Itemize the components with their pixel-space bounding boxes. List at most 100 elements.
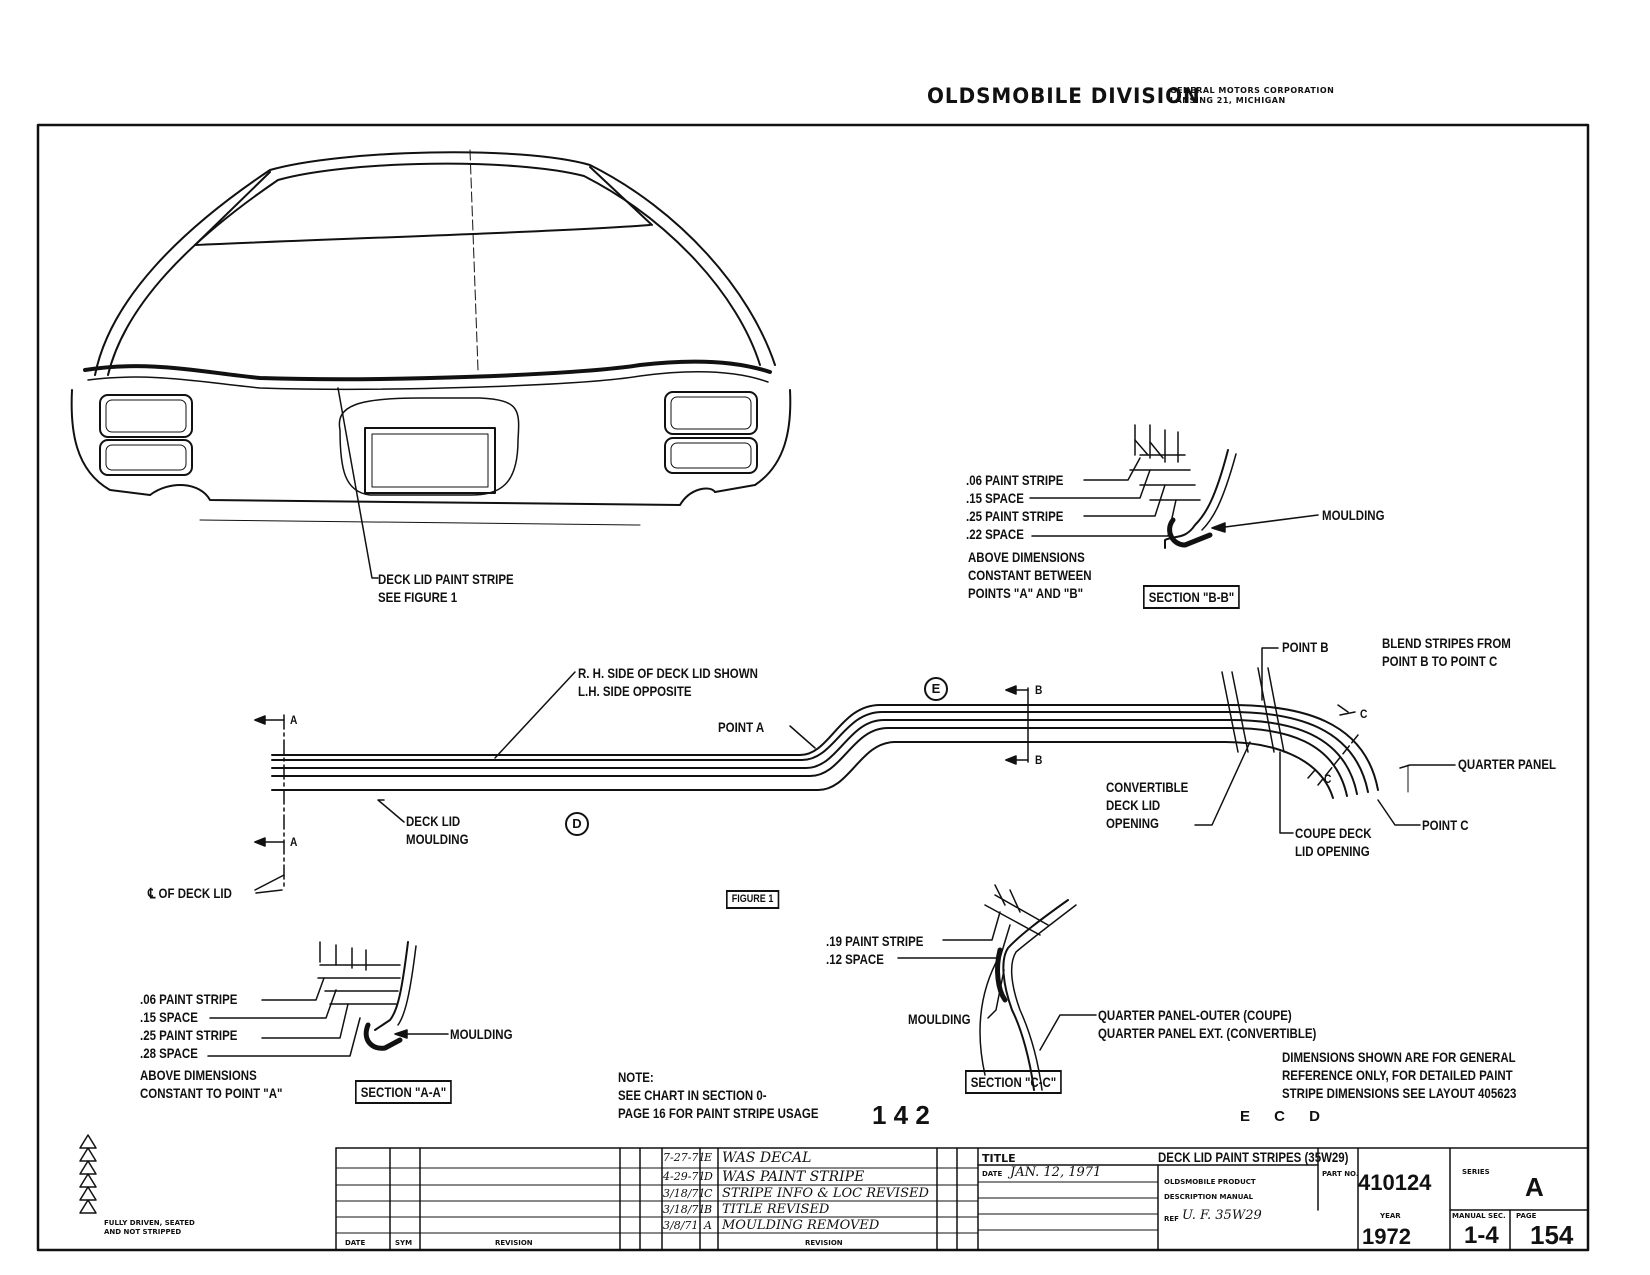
cc-quarter-panel-ext: QUARTER PANEL EXT. (CONVERTIBLE)	[1098, 1025, 1317, 1041]
section-aa-title: SECTION "A-A"	[355, 1080, 452, 1104]
revision-e-marker: E	[924, 677, 948, 701]
point-c-label: POINT C	[1422, 817, 1469, 833]
manual-sec-label: MANUAL SEC.	[1452, 1212, 1506, 1220]
col-sym-header: SYM	[395, 1239, 413, 1247]
section-aa-drawing	[207, 941, 449, 1057]
cut-b-bottom: B	[1035, 753, 1043, 767]
revision-date: 3/18/71	[663, 1187, 706, 1200]
cc-moulding-label: MOULDING	[908, 1011, 971, 1027]
col-date-header: DATE	[345, 1239, 366, 1247]
section-cc-title: SECTION "C-C"	[965, 1070, 1062, 1094]
see-figure-label: SEE FIGURE 1	[378, 589, 458, 605]
aa-note-1: ABOVE DIMENSIONS	[140, 1067, 257, 1083]
revision-date: 4-29-71	[663, 1170, 706, 1183]
aa-space-28: .28 SPACE	[140, 1045, 198, 1061]
cut-b-top: B	[1035, 683, 1043, 697]
series-value: A	[1525, 1172, 1544, 1202]
blend-stripes-label-2: POINT B TO POINT C	[1382, 653, 1498, 669]
revision-text: WAS DECAL	[722, 1150, 812, 1166]
bb-note-1: ABOVE DIMENSIONS	[968, 549, 1085, 565]
bb-paint-stripe-25: .25 PAINT STRIPE	[966, 508, 1064, 524]
section-a-cutline	[254, 714, 285, 891]
note-line-1: SEE CHART IN SECTION 0-	[618, 1087, 767, 1103]
title-block-grid	[335, 1147, 1589, 1251]
point-a-label: POINT A	[718, 719, 765, 735]
date-label: DATE	[982, 1170, 1003, 1178]
coupe-opening-label-1: COUPE DECK	[1295, 825, 1372, 841]
bb-paint-stripe-06: .06 PAINT STRIPE	[966, 472, 1064, 488]
coupe-opening-label-2: LID OPENING	[1295, 843, 1370, 859]
deck-lid-stripe-label: DECK LID PAINT STRIPE	[378, 571, 514, 587]
revision-text: MOULDING REMOVED	[722, 1218, 880, 1233]
bb-note-3: POINTS "A" AND "B"	[968, 585, 1084, 601]
col-revision-header: REVISION	[495, 1239, 533, 1247]
revision-marks: E C D	[1240, 1108, 1331, 1125]
product-manual-line-1: OLDSMOBILE PRODUCT	[1164, 1178, 1256, 1186]
title-label: TITLE	[982, 1152, 1016, 1165]
col-revision-header-2: REVISION	[805, 1239, 843, 1247]
year-value: 1972	[1362, 1224, 1411, 1249]
bb-note-2: CONSTANT BETWEEN	[968, 567, 1092, 583]
revision-date: 7-27-71	[663, 1151, 706, 1164]
revision-date: 3/18/71	[663, 1203, 706, 1216]
revision-text: STRIPE INFO & LOC REVISED	[722, 1186, 929, 1201]
note-line-2: PAGE 16 FOR PAINT STRIPE USAGE	[618, 1105, 819, 1121]
division-title: OLDSMOBILE DIVISION	[927, 84, 1201, 108]
point-b-label: POINT B	[1282, 639, 1329, 655]
legend-triangles	[79, 1134, 97, 1214]
convertible-label-3: OPENING	[1106, 815, 1159, 831]
cut-c-top: C	[1360, 707, 1368, 721]
section-bb-title: SECTION "B-B"	[1143, 585, 1240, 609]
drawing-border	[36, 123, 1590, 1252]
bb-space-22: .22 SPACE	[966, 526, 1024, 542]
product-manual-line-2: DESCRIPTION MANUAL	[1164, 1193, 1254, 1201]
leader-lines	[255, 647, 1456, 894]
lh-side-label: L.H. SIDE OPPOSITE	[578, 683, 692, 699]
revision-symbol: A	[704, 1219, 712, 1232]
dims-note-1: DIMENSIONS SHOWN ARE FOR GENERAL	[1282, 1049, 1516, 1065]
drawing-date: JAN. 12, 1971	[1010, 1165, 1102, 1180]
aa-space-15: .15 SPACE	[140, 1009, 198, 1025]
aa-paint-stripe-25: .25 PAINT STRIPE	[140, 1027, 238, 1043]
corporation-line: GENERAL MOTORS CORPORATION	[1170, 86, 1335, 95]
note-title: NOTE:	[618, 1069, 654, 1085]
series-label: SERIES	[1462, 1168, 1490, 1176]
convertible-label-2: DECK LID	[1106, 797, 1161, 813]
legend-line-1: FULLY DRIVEN, SEATED	[104, 1219, 195, 1227]
cut-c-bottom: C	[1324, 772, 1332, 786]
revision-symbol: D	[704, 1170, 713, 1183]
page-mark: 1 4 2	[872, 1100, 930, 1130]
rh-side-label: R. H. SIDE OF DECK LID SHOWN	[578, 665, 758, 681]
cc-quarter-panel-outer: QUARTER PANEL-OUTER (COUPE)	[1098, 1007, 1292, 1023]
dims-note-3: STRIPE DIMENSIONS SEE LAYOUT 405623	[1282, 1085, 1517, 1101]
drawing-title: DECK LID PAINT STRIPES (35W29)	[1158, 1149, 1349, 1165]
page-label: PAGE	[1516, 1212, 1537, 1220]
stripe-leader-line	[337, 387, 379, 579]
opening-lines	[1194, 667, 1294, 834]
ref-label: REF	[1164, 1215, 1179, 1223]
location-line: LANSING 21, MICHIGAN	[1170, 96, 1286, 105]
cut-a-top: A	[290, 713, 298, 727]
year-label: YEAR	[1380, 1212, 1401, 1220]
deck-lid-moulding-label-1: DECK LID	[406, 813, 461, 829]
section-b-cutline	[1005, 685, 1029, 765]
section-cc-drawing	[897, 884, 1097, 1091]
figure-1-stripes	[271, 704, 1379, 799]
aa-note-2: CONSTANT TO POINT "A"	[140, 1085, 283, 1101]
revision-symbol: E	[704, 1151, 713, 1164]
page-number: 154	[1530, 1220, 1574, 1250]
quarter-panel-label: QUARTER PANEL	[1458, 756, 1557, 772]
legend-line-2: AND NOT STRIPPED	[104, 1228, 182, 1236]
convertible-label-1: CONVERTIBLE	[1106, 779, 1189, 795]
revision-text: TITLE REVISED	[722, 1202, 830, 1217]
aa-moulding-label: MOULDING	[450, 1026, 513, 1042]
blend-stripes-label-1: BLEND STRIPES FROM	[1382, 635, 1511, 651]
bb-space-15: .15 SPACE	[966, 490, 1024, 506]
cc-space-12: .12 SPACE	[826, 951, 884, 967]
ref-value: U. F. 35W29	[1182, 1208, 1262, 1223]
revision-d-marker: D	[565, 812, 589, 836]
cut-a-bottom: A	[290, 835, 298, 849]
deck-lid-moulding-label-2: MOULDING	[406, 831, 469, 847]
figure-1-label: FIGURE 1	[726, 890, 780, 909]
centerline-deck-lid-label: ℄ OF DECK LID	[148, 885, 232, 901]
